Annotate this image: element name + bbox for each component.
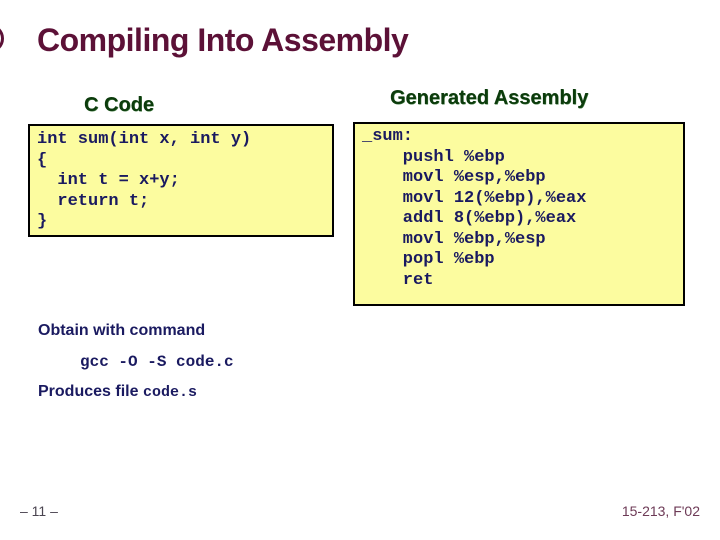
- footer-page-number: – 11 –: [20, 503, 58, 519]
- footer-course-id: 15-213, F'02: [621, 503, 700, 519]
- slide-title: Compiling Into Assembly: [37, 22, 409, 58]
- c-code-heading: C Code: [84, 94, 154, 116]
- produces-file-label: Produces file: [38, 383, 139, 400]
- produces-filename: code.s: [142, 384, 197, 401]
- gcc-command-text: gcc -O -S code.c: [80, 353, 234, 371]
- c-code-box: int sum(int x, int y) { int t = x+y; ret…: [28, 124, 334, 237]
- generated-assembly-heading: Generated Assembly: [390, 87, 589, 109]
- produces-file-line: Produces file code.s: [38, 383, 197, 401]
- slide-border-arc: [0, 24, 4, 53]
- assembly-code-box: _sum: pushl %ebp movl %esp,%ebp movl 12(…: [353, 122, 685, 306]
- assembly-code-text: _sum: pushl %ebp movl %esp,%ebp movl 12(…: [362, 127, 587, 290]
- c-code-text: int sum(int x, int y) { int t = x+y; ret…: [37, 130, 252, 231]
- obtain-command-label: Obtain with command: [38, 322, 206, 339]
